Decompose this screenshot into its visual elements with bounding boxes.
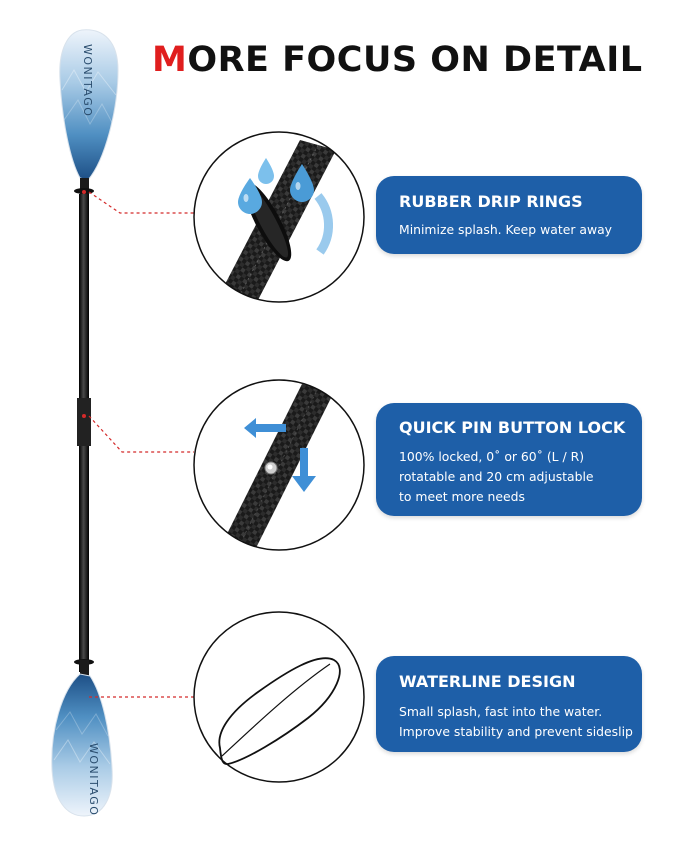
detail-circle-drip-ring xyxy=(193,131,365,303)
brand-text-bottom: WONITAGO xyxy=(87,743,100,817)
feature-description: 100% locked, 0˚ or 60˚ (L / R) rotatable… xyxy=(399,447,635,507)
feature-card-waterline: WATERLINE DESIGN Small splash, fast into… xyxy=(376,656,642,752)
rotate-arrows-icon xyxy=(244,418,316,492)
feature-description: Small splash, fast into the water. Impro… xyxy=(399,702,635,742)
feature-heading: WATERLINE DESIGN xyxy=(399,672,576,691)
feature-card-drip-rings: RUBBER DRIP RINGS Minimize splash. Keep … xyxy=(376,176,642,254)
pointer-line-2 xyxy=(88,415,194,453)
pointer-line-1 xyxy=(88,191,194,214)
bottom-blade xyxy=(51,673,113,817)
feature-line: 100% locked, 0˚ or 60˚ (L / R) xyxy=(399,449,585,464)
title-accent-letter: M xyxy=(152,40,188,80)
brand-text-top: WONITAGO xyxy=(81,44,94,118)
detail-circle-waterline xyxy=(193,611,365,783)
feature-line: to meet more needs xyxy=(399,489,525,504)
feature-description: Minimize splash. Keep water away xyxy=(399,220,635,240)
feature-line: Small splash, fast into the water. xyxy=(399,704,603,719)
feature-card-pin-lock: QUICK PIN BUTTON LOCK 100% locked, 0˚ or… xyxy=(376,403,642,516)
feature-line: rotatable and 20 cm adjustable xyxy=(399,469,594,484)
feature-line: Improve stability and prevent sideslip xyxy=(399,724,633,739)
water-drops-icon xyxy=(238,158,314,214)
title-rest: ORE FOCUS ON DETAIL xyxy=(187,40,643,80)
page-title: MORE FOCUS ON DETAIL xyxy=(152,40,652,80)
feature-heading: QUICK PIN BUTTON LOCK xyxy=(399,418,626,437)
feature-line: Minimize splash. Keep water away xyxy=(399,222,612,237)
blade-outline-icon xyxy=(218,657,341,765)
detail-circle-pin-lock xyxy=(193,379,365,551)
feature-heading: RUBBER DRIP RINGS xyxy=(399,192,583,211)
